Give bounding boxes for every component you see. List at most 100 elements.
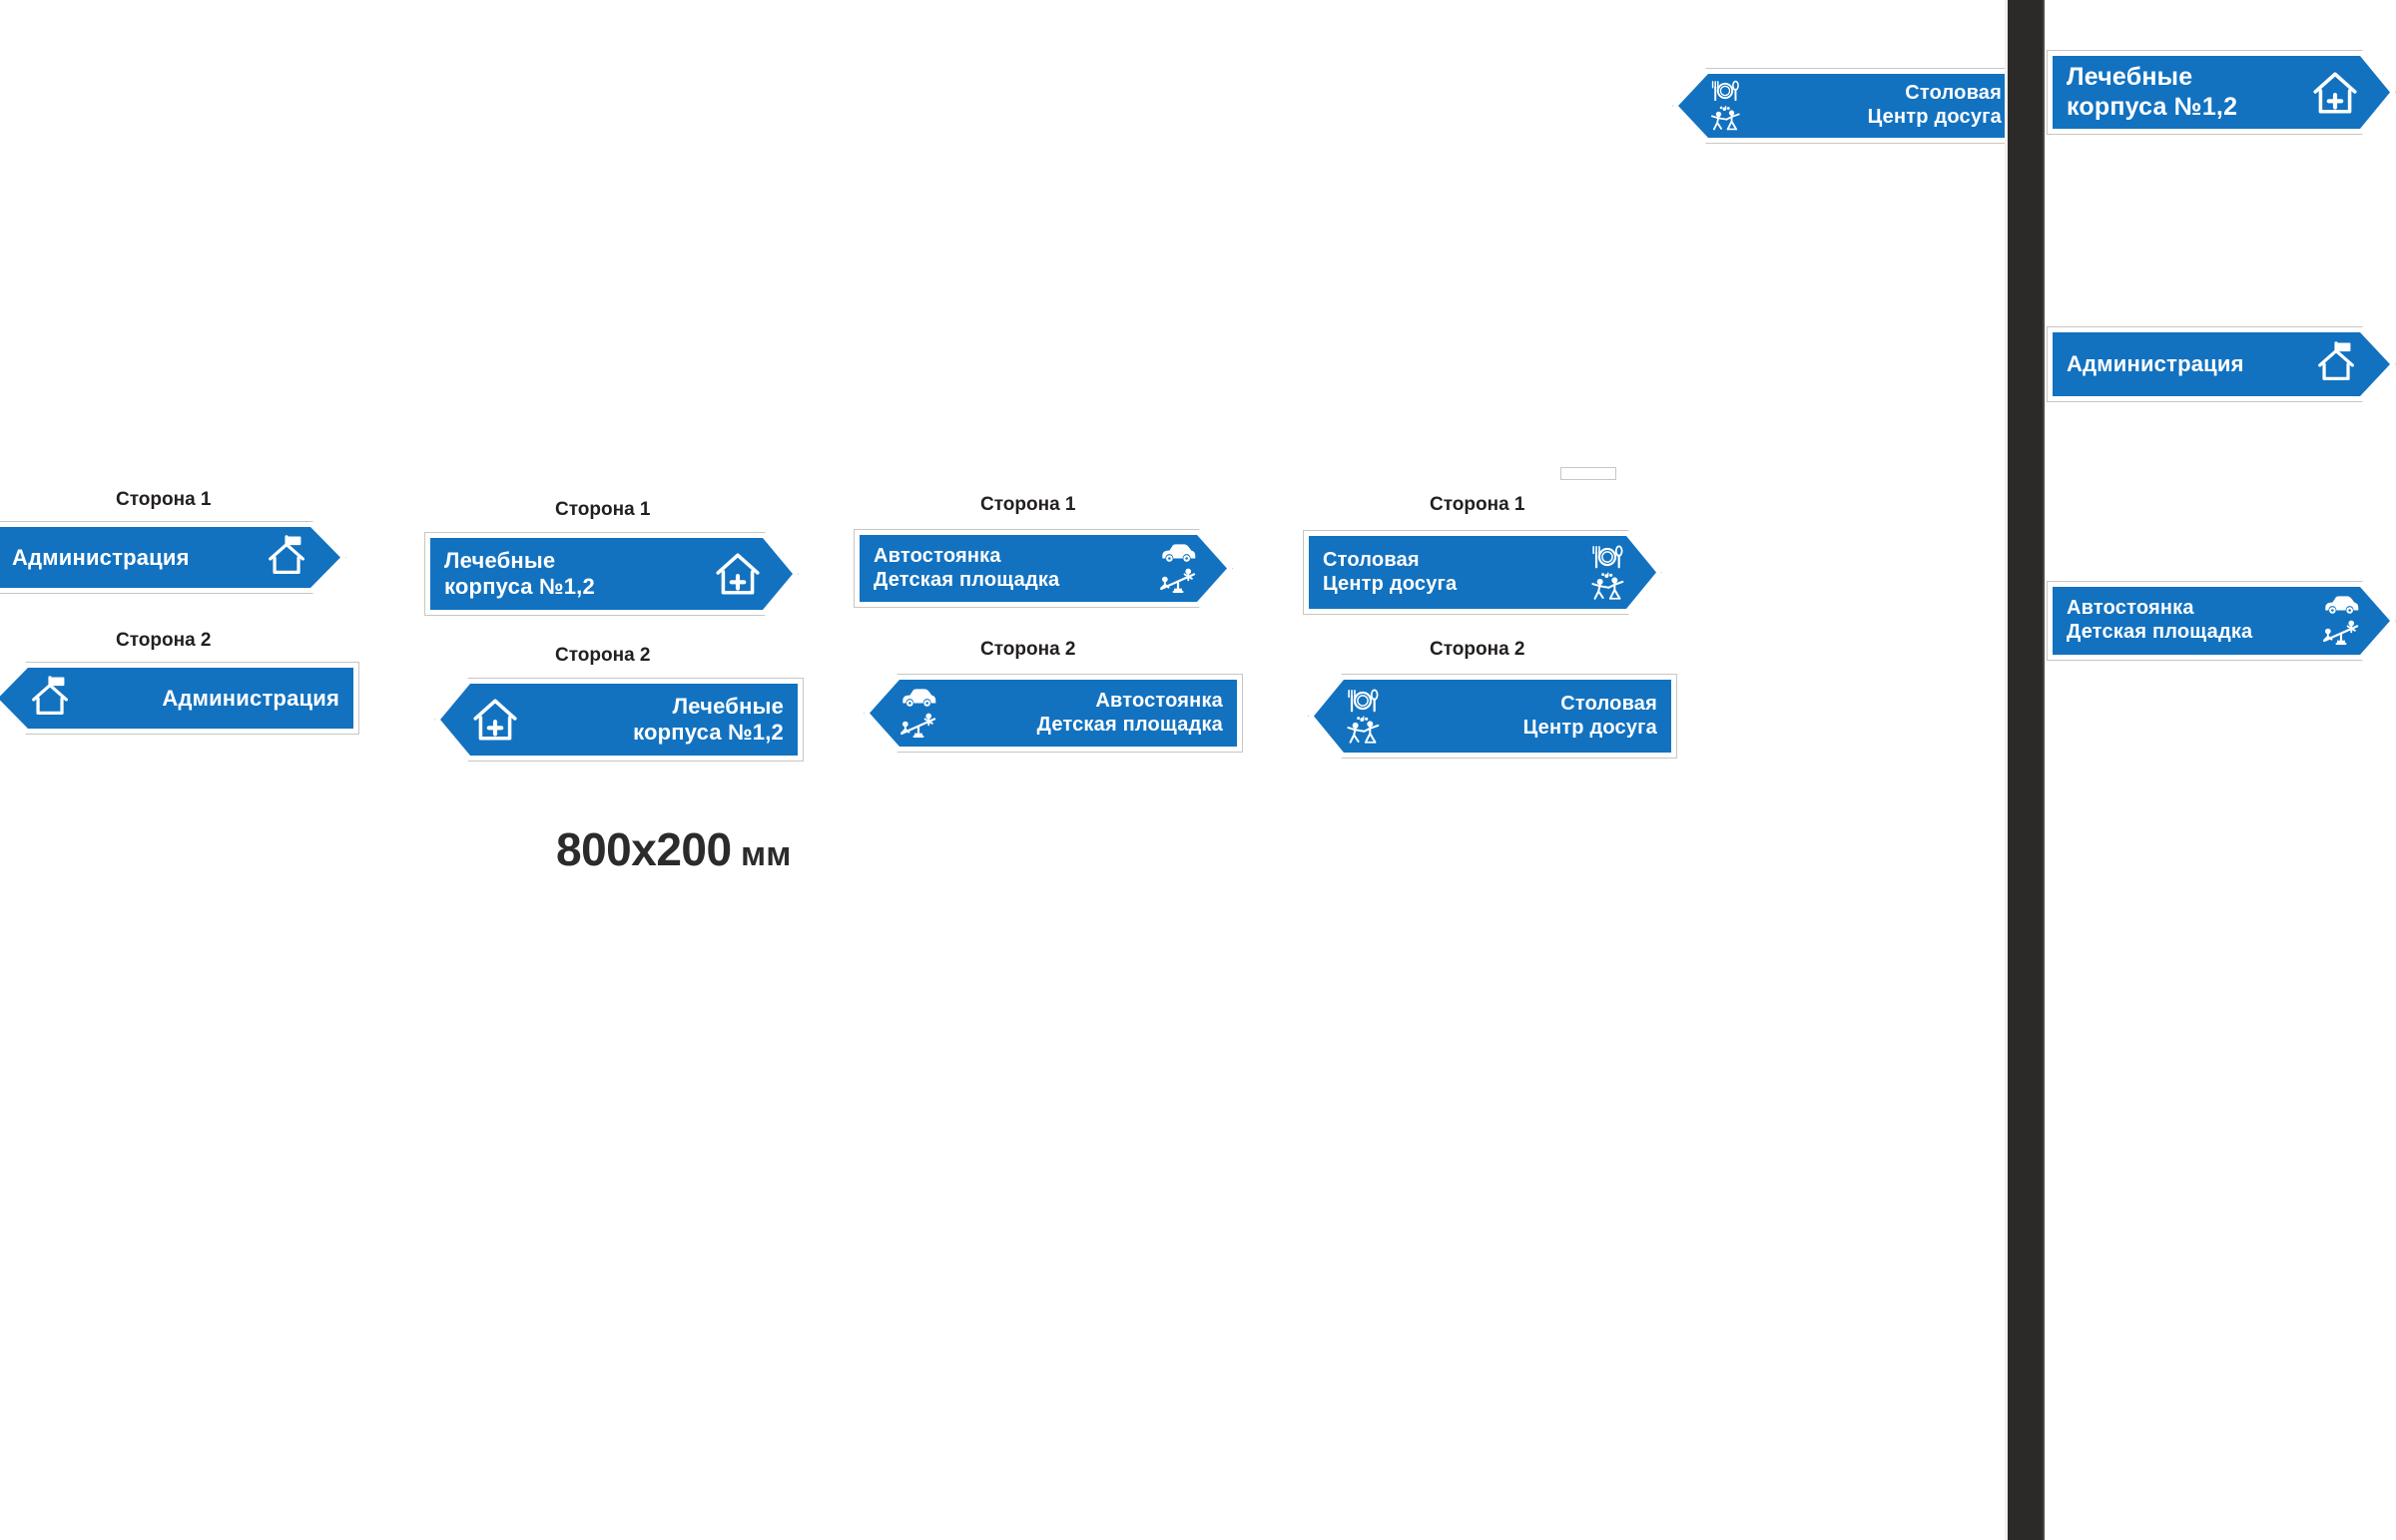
icon-group: [1344, 688, 1382, 746]
sign-panel: Столовая Центр досуга: [1309, 536, 1656, 609]
hospital-house-cross-icon: [2310, 68, 2360, 118]
sign-parking-side1[interactable]: Автостоянка Детская площадка: [854, 529, 1233, 608]
pole-sign-medical-right[interactable]: Лечебные корпуса №1,2: [2047, 50, 2396, 135]
caption-group2-side1: Сторона 1: [555, 499, 651, 520]
icon-group: [2322, 594, 2360, 648]
sign-panel: Столовая Центр досуга: [1314, 680, 1671, 753]
hospital-house-cross-icon: [470, 695, 520, 745]
icon-group: [899, 687, 937, 741]
seesaw-playground-icon: [1159, 566, 1197, 596]
sign-administration-side1[interactable]: Администрация: [0, 521, 346, 594]
sign-panel: Администрация: [2053, 332, 2390, 396]
sign-labels: Администрация: [12, 545, 190, 571]
car-icon: [2322, 594, 2360, 616]
icon-group: [1588, 544, 1626, 602]
sign-line: Центр досуга: [1867, 106, 2002, 128]
sign-labels: Автостоянка Детская площадка: [1037, 690, 1223, 737]
sign-line: Автостоянка: [874, 544, 1001, 567]
dancing-people-icon: [1588, 572, 1626, 602]
administration-house-flag-icon: [28, 675, 74, 722]
sign-labels: Автостоянка Детская площадка: [874, 545, 1059, 592]
sign-panel: Администрация: [0, 527, 340, 588]
sign-labels: Лечебные корпуса №1,2: [2067, 63, 2237, 122]
sign-line: Центр досуга: [1522, 716, 1657, 739]
caption-group4-side2: Сторона 2: [1430, 639, 1525, 660]
sign-line: Столовая: [1560, 692, 1657, 715]
icon-group: [28, 675, 74, 722]
sign-line: Центр досуга: [1323, 572, 1458, 595]
sign-panel: Автостоянка Детская площадка: [860, 535, 1227, 602]
sign-line: Детская площадка: [1036, 713, 1223, 736]
sign-line: Столовая: [1323, 548, 1420, 571]
car-icon: [1159, 542, 1197, 564]
sign-line: корпуса №1,2: [633, 720, 784, 745]
dimension-number: 800x200: [556, 823, 732, 875]
sign-canteen-side2[interactable]: Столовая Центр досуга: [1308, 674, 1677, 759]
sign-line: корпуса №1,2: [444, 574, 595, 599]
sign-labels: Автостоянка Детская площадка: [2067, 597, 2252, 644]
sign-labels: Столовая Центр досуга: [1323, 549, 1457, 596]
cutlery-plate-icon: [1708, 79, 1742, 103]
caption-group1-side1: Сторона 1: [116, 489, 212, 510]
sign-panel: Лечебные корпуса №1,2: [2053, 56, 2390, 129]
sign-panel: Автостоянка Детская площадка: [2053, 587, 2390, 655]
sign-line: Детская площадка: [2067, 621, 2253, 643]
dimension-unit: мм: [731, 835, 792, 873]
dimension-label: 800x200 мм: [556, 822, 791, 876]
sign-administration-side2[interactable]: Администрация: [0, 662, 359, 735]
sign-labels: Администрация: [162, 686, 339, 712]
icon-group: [713, 549, 763, 599]
sign-panel: Лечебные корпуса №1,2: [430, 538, 793, 610]
pole-sign-administration-right[interactable]: Администрация: [2047, 326, 2396, 402]
sign-medical-side1[interactable]: Лечебные корпуса №1,2: [424, 532, 799, 616]
sign-line: Столовая: [1905, 82, 2002, 105]
icon-group: [265, 535, 310, 581]
sign-labels: Лечебные корпуса №1,2: [444, 548, 595, 600]
administration-house-flag-icon: [265, 535, 310, 581]
sign-panel: Автостоянка Детская площадка: [870, 680, 1237, 747]
caption-group3-side2: Сторона 2: [980, 639, 1076, 660]
sign-labels: Лечебные корпуса №1,2: [633, 694, 784, 746]
sign-line: Лечебные: [444, 548, 556, 574]
dancing-people-icon: [1708, 105, 1742, 133]
icon-group: [470, 695, 520, 745]
icon-group: [2314, 341, 2360, 387]
caption-group4-side1: Сторона 1: [1430, 494, 1525, 515]
sign-line: Автостоянка: [1095, 689, 1223, 712]
caption-group2-side2: Сторона 2: [555, 645, 651, 666]
icon-group: [2310, 68, 2360, 118]
caption-group3-side1: Сторона 1: [980, 494, 1076, 515]
sign-line: Лечебные: [2067, 63, 2193, 91]
stray-rectangle-artifact: [1560, 467, 1616, 480]
sign-canteen-side1[interactable]: Столовая Центр досуга: [1303, 530, 1662, 615]
sign-parking-side2[interactable]: Автостоянка Детская площадка: [864, 674, 1243, 753]
dancing-people-icon: [1344, 715, 1382, 746]
cutlery-plate-icon: [1344, 688, 1382, 714]
icon-group: [1708, 79, 1742, 133]
sign-panel: Лечебные корпуса №1,2: [440, 684, 798, 756]
seesaw-playground-icon: [2322, 618, 2360, 648]
car-icon: [899, 687, 937, 709]
sign-line: Детская площадка: [874, 568, 1060, 591]
administration-house-flag-icon: [2314, 341, 2360, 387]
sign-line: Лечебные: [672, 694, 784, 720]
cutlery-plate-icon: [1588, 544, 1626, 570]
sign-panel: Администрация: [0, 668, 353, 729]
hospital-house-cross-icon: [713, 549, 763, 599]
sign-medical-side2[interactable]: Лечебные корпуса №1,2: [434, 678, 804, 762]
sign-pole: [2005, 0, 2045, 1540]
sign-labels: Администрация: [2067, 351, 2244, 377]
seesaw-playground-icon: [899, 711, 937, 741]
sign-labels: Столовая Центр досуга: [1868, 82, 2002, 129]
pole-scene: Лечебные корпуса №1,2: [2005, 0, 2396, 1540]
sign-line: Автостоянка: [2067, 597, 2194, 620]
icon-group: [1159, 542, 1197, 596]
sign-line: корпуса №1,2: [2067, 92, 2238, 121]
sign-labels: Столовая Центр досуга: [1523, 693, 1657, 740]
sign-line: Администрация: [12, 544, 190, 570]
pole-sign-parking-right[interactable]: Автостоянка Детская площадка: [2047, 581, 2396, 661]
sign-panel: Столовая Центр досуга: [1678, 74, 2016, 138]
caption-group1-side2: Сторона 2: [116, 630, 212, 651]
pole-sign-canteen-left[interactable]: Столовая Центр досуга: [1672, 68, 2022, 144]
sign-line: Администрация: [2067, 351, 2244, 377]
